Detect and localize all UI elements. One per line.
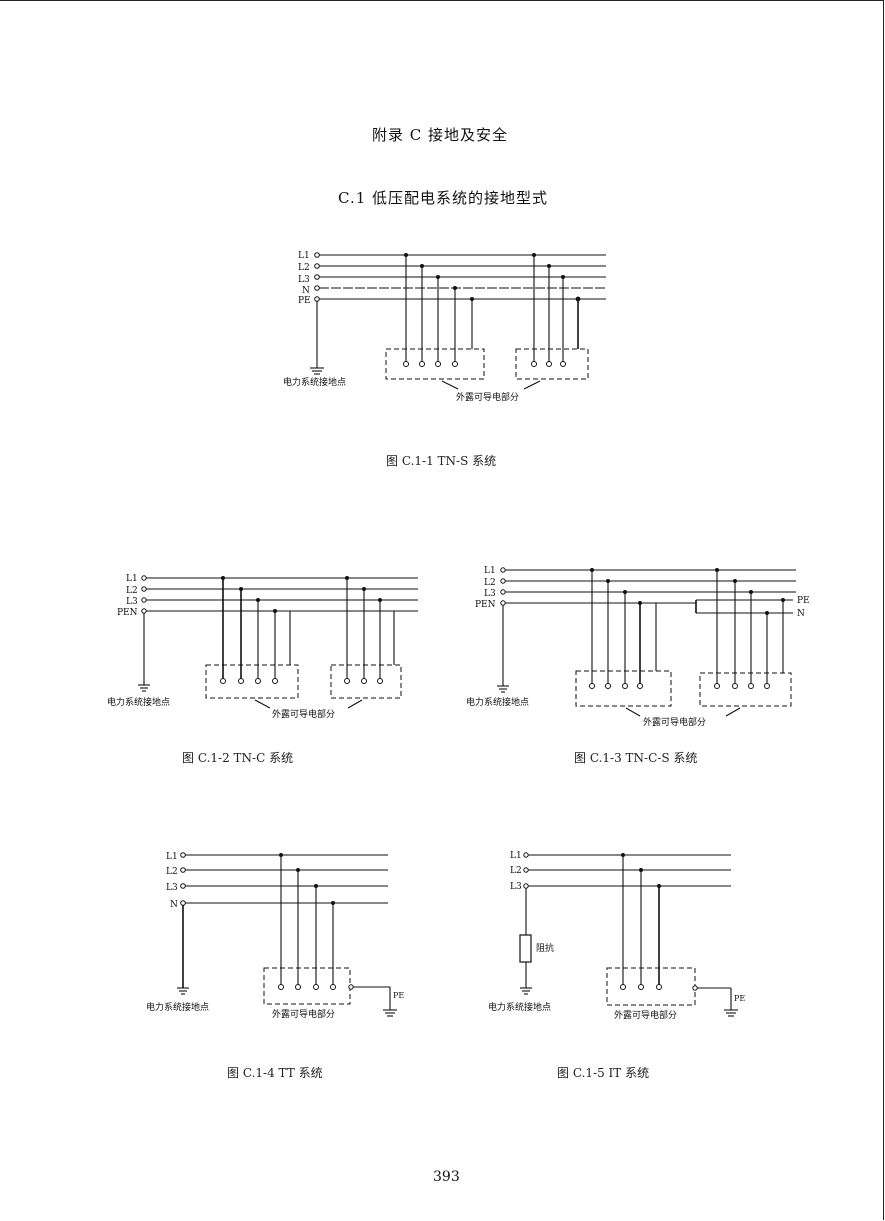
ground-point-label: 电力系统接地点: [488, 1001, 551, 1013]
pe-label: PE: [393, 991, 404, 1000]
label-l3: L3: [510, 882, 522, 892]
equipment-box-right: [330, 576, 402, 699]
ground-point-label: 电力系统接地点: [283, 376, 346, 388]
exposed-parts-label: 外露可导电部分: [456, 391, 519, 403]
label-l1: L1: [484, 566, 496, 576]
label-l2: L2: [484, 578, 496, 588]
equipment-box: [263, 853, 354, 1005]
label-l2: L2: [510, 866, 522, 876]
label-n: N: [170, 900, 178, 910]
label-l3: L3: [126, 597, 138, 607]
label-l2: L2: [126, 586, 138, 596]
label-l3: L3: [298, 275, 310, 285]
bus-lines: [319, 254, 606, 300]
label-l1: L1: [126, 574, 138, 584]
label-pen: PEN: [475, 600, 496, 610]
equipment-box-left: [205, 576, 299, 699]
label-l1: L1: [298, 251, 310, 261]
label-l3: L3: [166, 883, 178, 893]
impedance-label: 阻抗: [536, 942, 554, 954]
figure-caption-tt: 图 C.1-4 TT 系统: [227, 1066, 323, 1080]
ground-point-label: 电力系统接地点: [146, 1001, 209, 1013]
figure-caption-it: 图 C.1-5 IT 系统: [557, 1066, 650, 1080]
ground-point-label: 电力系统接地点: [107, 696, 170, 708]
equipment-box: [606, 853, 698, 1006]
figure-caption-tn-c-s: 图 C.1-3 TN-C-S 系统: [574, 751, 698, 765]
label-pe: PE: [298, 296, 311, 306]
equipment-box-right: [699, 568, 792, 707]
equipment-box-right: [515, 253, 589, 380]
ground-point-label: 电力系统接地点: [466, 696, 529, 708]
exposed-parts-label: 外露可导电部分: [643, 716, 706, 728]
equipment-box-left: [575, 568, 672, 707]
label-n: N: [302, 286, 310, 296]
label-l2: L2: [166, 867, 178, 877]
exposed-parts-label: 外露可导电部分: [272, 708, 335, 720]
equipment-box-left: [385, 253, 485, 380]
label-l1: L1: [166, 852, 178, 862]
label-n-right: N: [797, 609, 805, 619]
figure-caption-tn-s: 图 C.1-1 TN-S 系统: [386, 454, 497, 468]
ground-symbol: [310, 367, 324, 375]
exposed-parts-label: 外露可导电部分: [272, 1008, 335, 1020]
label-l1: L1: [510, 851, 522, 861]
pe-label: PE: [734, 994, 745, 1003]
exposed-parts-label: 外露可导电部分: [614, 1009, 677, 1021]
figure-caption-tn-c: 图 C.1-2 TN-C 系统: [182, 751, 294, 765]
label-pen: PEN: [117, 608, 138, 618]
label-l2: L2: [298, 263, 310, 273]
page-number: 393: [433, 1169, 460, 1185]
impedance-resistor: [519, 934, 532, 963]
appendix-title: 附录 C 接地及安全: [372, 126, 509, 144]
section-title: C.1 低压配电系统的接地型式: [338, 189, 549, 207]
label-pe-right: PE: [797, 596, 810, 606]
label-l3: L3: [484, 589, 496, 599]
